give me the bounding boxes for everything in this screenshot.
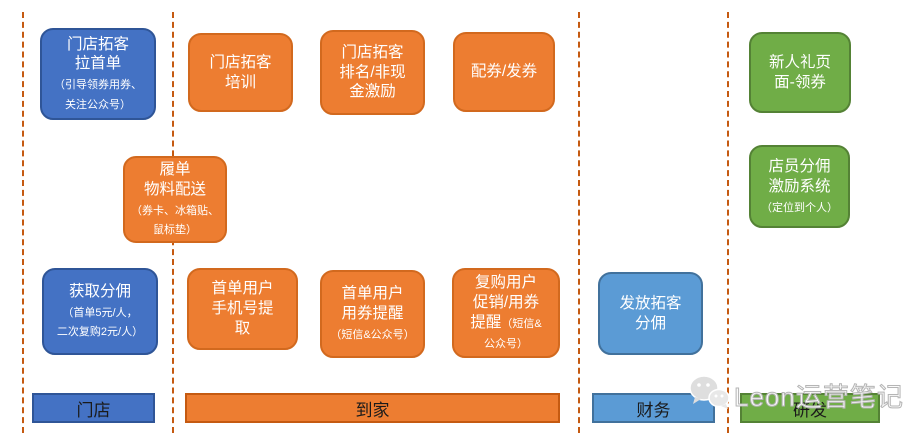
box-store-acquire-training: 门店拓客 培训 [188, 33, 293, 112]
lane-divider [22, 12, 24, 433]
box-note-text: （首单5元/人， 二次复购2元/人） [56, 306, 144, 339]
box-first-order-phone-extract: 首单用户 手机号提 取 [187, 268, 298, 350]
box-newcomer-gift-page: 新人礼页 面-领券 [749, 32, 851, 113]
box-main-text: 新人礼页 面-领券 [768, 53, 831, 91]
box-main-text: 复购用户 促销/用券 提醒 [470, 274, 540, 332]
box-main-text: 门店拓客 拉首单 [66, 35, 129, 73]
lane-divider [727, 12, 729, 433]
box-get-commission: 获取分佣 （首单5元/人， 二次复购2元/人） [42, 268, 158, 355]
box-main-text: 获取分佣 [68, 283, 131, 301]
lane-label-rd: 研发 [740, 393, 880, 423]
lane-label-text: 财务 [636, 400, 671, 420]
box-pay-acquire-commission: 发放拓客 分佣 [598, 272, 703, 355]
box-note-text: （短信& 公众号） [483, 318, 542, 351]
lane-label-finance: 财务 [592, 393, 715, 423]
box-main-text: 履单 物料配送 [143, 161, 206, 198]
box-main-text: 店员分佣 激励系统 [768, 157, 831, 195]
box-main-text: 配券/发券 [470, 63, 538, 81]
box-main-text: 发放拓客 分佣 [619, 294, 682, 332]
box-main-text: 首单用户 用券提醒 [341, 285, 404, 323]
box-coupon-allocate-issue: 配券/发券 [453, 32, 555, 112]
box-note-text: （短信&公众号） [330, 329, 415, 342]
box-main-text: 首单用户 手机号提 取 [211, 280, 274, 337]
wechat-icon [688, 374, 730, 417]
box-first-order-coupon-remind: 首单用户 用券提醒 （短信&公众号） [320, 270, 425, 358]
box-main-text: 门店拓客 排名/非现 金激励 [339, 43, 406, 101]
box-store-acquire-first-order: 门店拓客 拉首单 （引导领券用券、 关注公众号） [40, 28, 156, 120]
box-repurchase-promo-remind: 复购用户 促销/用券 提醒（短信& 公众号） [452, 268, 560, 358]
box-clerk-commission-system: 店员分佣 激励系统 （定位到个人） [749, 145, 850, 228]
watermark-text: Leon运营笔记 [734, 382, 904, 413]
box-note-text: （引导领券用券、 关注公众号） [54, 79, 142, 111]
box-main-text: 门店拓客 培训 [209, 53, 272, 91]
watermark: Leon运营笔记 [688, 374, 904, 417]
lane-label-text: 到家 [355, 400, 390, 420]
lane-label-to-home: 到家 [185, 393, 560, 423]
lane-label-text: 研发 [793, 400, 827, 420]
box-note-text: （券卡、冰箱贴、 鼠标垫） [131, 204, 219, 237]
lane-divider [578, 12, 580, 433]
box-note-text: （定位到个人） [761, 201, 838, 214]
lane-label-store: 门店 [32, 393, 155, 423]
box-fulfillment-materials: 履单 物料配送 （券卡、冰箱贴、 鼠标垫） [123, 156, 227, 243]
box-store-acquire-ranking: 门店拓客 排名/非现 金激励 [320, 30, 425, 115]
lane-label-text: 门店 [76, 400, 111, 420]
